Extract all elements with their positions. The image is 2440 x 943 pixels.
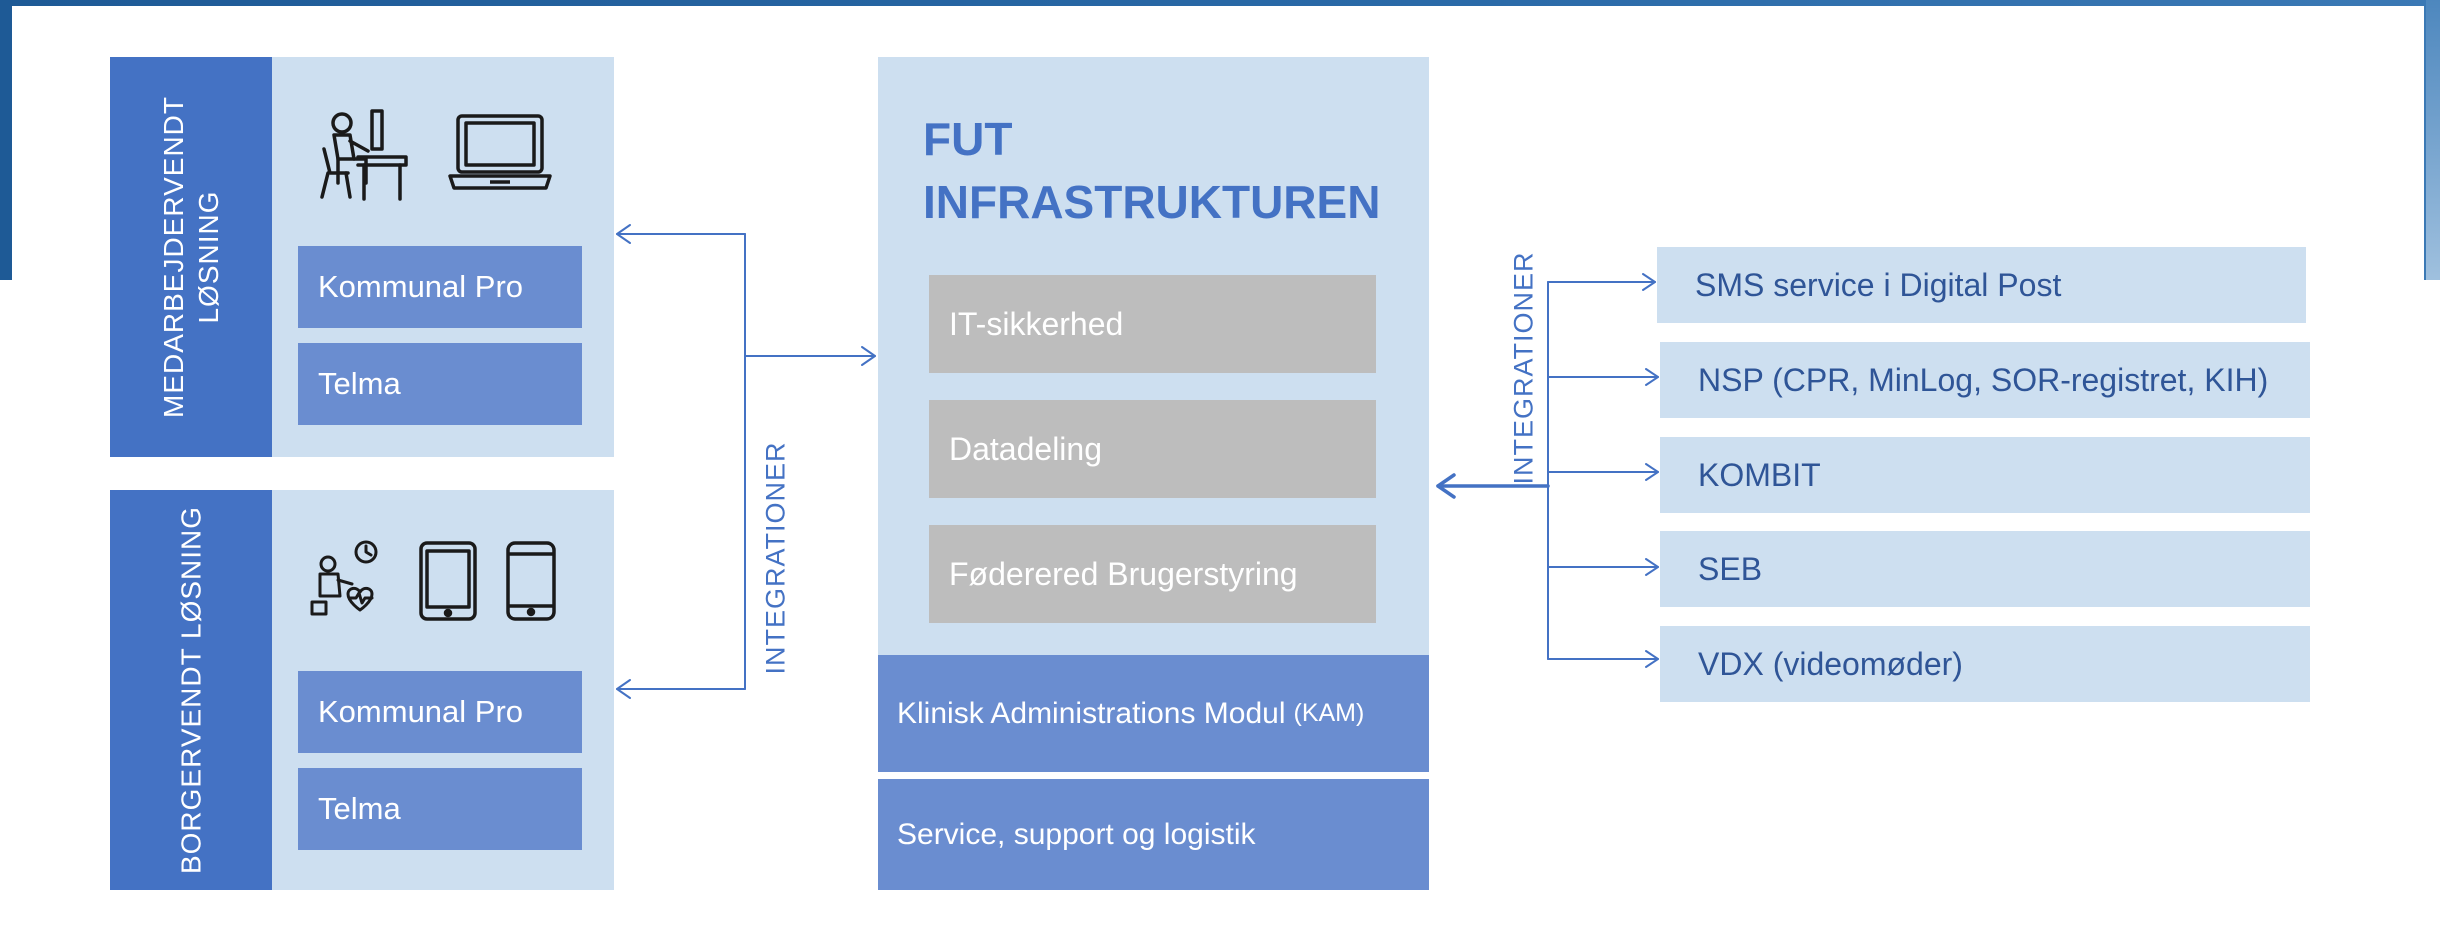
desk-worker-icon [320, 109, 408, 201]
integration-kombit: KOMBIT [1660, 437, 2310, 513]
integration-vdx: VDX (videomøder) [1660, 626, 2310, 702]
arrow-head-kombit [1645, 463, 1659, 481]
arrow-head-fut [861, 346, 876, 366]
kam-module-abbreviation: (KAM) [1293, 699, 1365, 727]
edge-strip [2426, 0, 2440, 280]
tablet-icon [419, 541, 477, 621]
integration-nsp: NSP (CPR, MinLog, SOR-registret, KIH) [1660, 342, 2310, 418]
component-data-sharing: Datadeling [929, 400, 1376, 498]
arrow-head-employee [616, 224, 631, 244]
component-it-security: IT-sikkerhed [929, 275, 1376, 373]
employee-app-kommunal-pro-label: Kommunal Pro [318, 269, 524, 304]
service-support-module: Service, support og logistik [878, 779, 1429, 890]
arrow-head-nsp [1645, 368, 1659, 386]
arrow-head-sms [1642, 273, 1656, 291]
citizen-app-telma: Telma [298, 768, 582, 850]
kam-module-label: Klinisk Administrations Modul [897, 696, 1286, 730]
employee-app-telma: Telma [298, 343, 582, 425]
arrow-head-seb [1645, 558, 1659, 576]
patient-monitoring-icon [310, 540, 378, 616]
citizen-solution-tab: BORGERVENDT LØSNING [110, 490, 272, 890]
integration-sms-digital-post: SMS service i Digital Post [1657, 247, 2306, 323]
fut-title: FUT INFRASTRUKTUREN [923, 108, 1380, 235]
component-federated-user-management: Føderered Brugerstyring [929, 525, 1376, 623]
citizen-app-kommunal-pro-label: Kommunal Pro [318, 694, 524, 729]
employee-solution-tab: MEDARBEJDERVENDT LØSNING [110, 57, 272, 457]
integration-vdx-label: VDX (videomøder) [1698, 645, 1963, 682]
citizen-app-telma-label: Telma [318, 791, 401, 826]
component-it-security-label: IT-sikkerhed [949, 305, 1124, 342]
integration-sms-digital-post-label: SMS service i Digital Post [1695, 266, 2062, 303]
integration-seb: SEB [1660, 531, 2310, 607]
smartphone-icon [506, 541, 556, 621]
employee-app-telma-label: Telma [318, 366, 401, 401]
arrow-head-fut-right [1436, 473, 1456, 499]
service-support-module-label: Service, support og logistik [897, 817, 1256, 851]
employee-app-kommunal-pro: Kommunal Pro [298, 246, 582, 328]
arrow-head-citizen [616, 679, 631, 699]
citizen-app-kommunal-pro: Kommunal Pro [298, 671, 582, 753]
integration-kombit-label: KOMBIT [1698, 456, 1821, 493]
component-data-sharing-label: Datadeling [949, 430, 1102, 467]
kam-module: Klinisk Administrations Modul (KAM) [878, 655, 1429, 772]
component-federated-user-management-label: Føderered Brugerstyring [949, 555, 1298, 592]
fut-title-line2: INFRASTRUKTUREN [923, 176, 1381, 229]
arrow-head-vdx [1645, 650, 1659, 668]
laptop-icon [448, 114, 552, 190]
integration-nsp-label: NSP (CPR, MinLog, SOR-registret, KIH) [1698, 361, 2269, 398]
fut-title-line1: FUT [923, 113, 1013, 165]
integration-seb-label: SEB [1698, 550, 1763, 587]
